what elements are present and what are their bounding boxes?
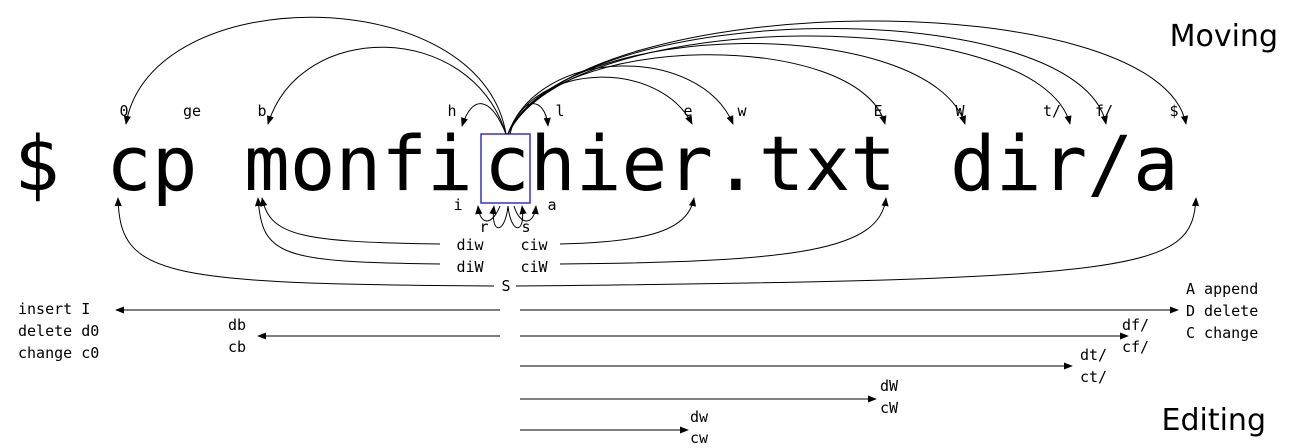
key-s: s bbox=[521, 218, 530, 236]
arc-t bbox=[507, 35, 1072, 135]
arc-diw bbox=[260, 197, 441, 245]
edit-cb: cb bbox=[228, 338, 246, 356]
arc-diW bbox=[254, 197, 441, 265]
arc-ciW bbox=[559, 197, 889, 265]
edit-left-line-2: delete d0 bbox=[18, 322, 99, 340]
edit-right-line-3: C change bbox=[1186, 324, 1258, 342]
editing-title: Editing bbox=[1162, 403, 1267, 438]
insert-arcs: i a r s bbox=[453, 196, 556, 236]
edit-left-line-3: change c0 bbox=[18, 344, 99, 362]
arc-s bbox=[507, 205, 527, 228]
word-object-arcs: diw ciw diW ciW S bbox=[114, 197, 1200, 295]
motion-b: b bbox=[257, 102, 266, 120]
edit-dt-slash: dt/ bbox=[1080, 346, 1107, 364]
obj-diw: diw bbox=[456, 236, 484, 254]
arc-h bbox=[461, 103, 507, 135]
key-i: i bbox=[453, 196, 462, 214]
motion-dollar: $ bbox=[1169, 102, 1178, 120]
key-r: r bbox=[479, 218, 488, 236]
command-word: cp bbox=[106, 119, 198, 208]
edit-left-line-1: insert I bbox=[18, 300, 90, 318]
motion-w: w bbox=[737, 102, 747, 120]
motion-E: E bbox=[873, 102, 882, 120]
editing-arrows bbox=[115, 306, 1179, 434]
file-before-cursor: monfi bbox=[244, 119, 473, 208]
obj-diW: diW bbox=[456, 258, 484, 276]
edit-right-line-2: D delete bbox=[1186, 302, 1258, 320]
prompt-char: $ bbox=[14, 119, 60, 208]
edit-dW: dW bbox=[880, 377, 899, 395]
motion-W: W bbox=[955, 102, 965, 120]
motion-e: e bbox=[683, 102, 692, 120]
motion-l: l bbox=[555, 102, 564, 120]
edit-cw: cw bbox=[690, 429, 709, 447]
edit-db: db bbox=[228, 316, 246, 334]
edit-cW: cW bbox=[880, 399, 899, 417]
file-after-cursor: hier.txt bbox=[530, 119, 896, 208]
arc-zero bbox=[123, 16, 507, 135]
motion-t-slash: t/ bbox=[1043, 102, 1061, 120]
obj-S: S bbox=[501, 277, 510, 295]
edit-df-slash: df/ bbox=[1122, 316, 1149, 334]
key-a: a bbox=[547, 196, 556, 214]
arc-ciw bbox=[559, 197, 697, 245]
motion-labels: 0 ge b h l e w E W t/ f/ $ bbox=[119, 102, 1178, 120]
motion-h: h bbox=[447, 102, 456, 120]
motion-f-slash: f/ bbox=[1095, 102, 1113, 120]
motion-ge: ge bbox=[183, 102, 201, 120]
arc-dollar bbox=[507, 20, 1189, 135]
command-line: $ cp monfi c hier.txt dir/a bbox=[14, 119, 1179, 208]
edit-right-line-1: A append bbox=[1186, 280, 1258, 298]
arc-S-left bbox=[114, 197, 495, 287]
edit-dw: dw bbox=[690, 408, 709, 426]
arc-S-right bbox=[515, 197, 1200, 287]
cursor-char: c bbox=[484, 119, 530, 208]
argument-word: dir/a bbox=[950, 119, 1179, 208]
arc-w bbox=[507, 65, 734, 135]
motion-zero: 0 bbox=[119, 102, 128, 120]
arc-e bbox=[507, 76, 693, 135]
arc-i bbox=[475, 205, 501, 222]
obj-ciW: ciW bbox=[520, 258, 548, 276]
arc-b bbox=[266, 46, 507, 135]
editing-labels: insert I delete d0 change c0 A append D … bbox=[18, 280, 1258, 447]
moving-title: Moving bbox=[1170, 19, 1278, 54]
edit-cf-slash: cf/ bbox=[1122, 338, 1149, 356]
edit-ct-slash: ct/ bbox=[1080, 368, 1107, 386]
obj-ciw: ciw bbox=[520, 236, 548, 254]
arc-a bbox=[513, 205, 539, 222]
motion-arcs bbox=[123, 16, 1189, 135]
arc-r bbox=[489, 205, 509, 228]
